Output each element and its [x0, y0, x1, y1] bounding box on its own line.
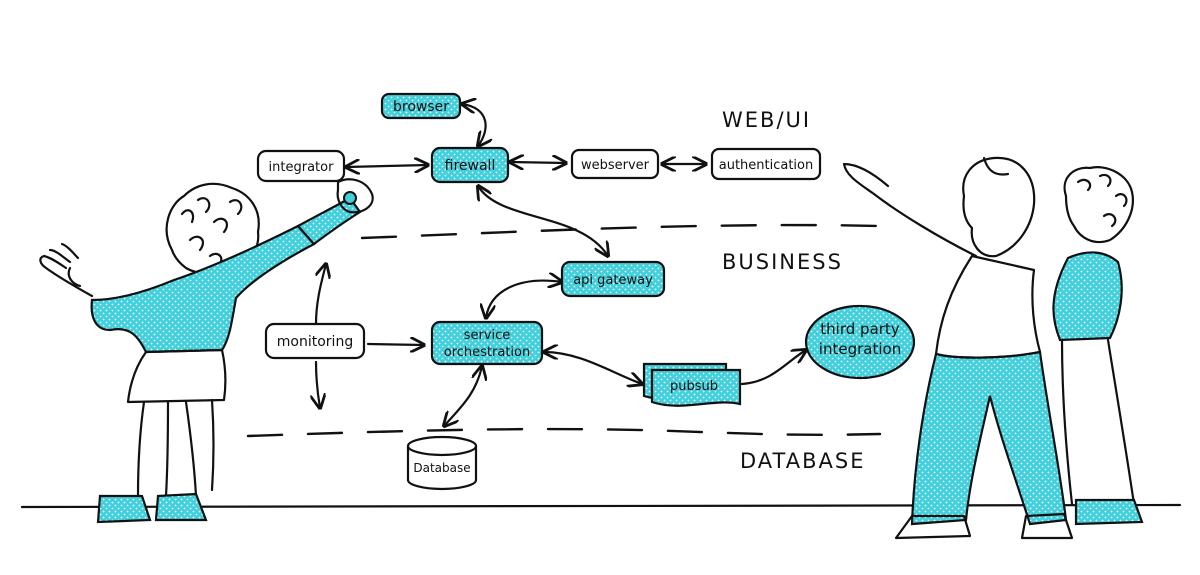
woman-hair-curls	[180, 197, 243, 268]
woman-shoe-right	[154, 492, 208, 522]
woman-hand-right	[336, 178, 374, 214]
man-pants	[910, 350, 1068, 526]
woman-shoe-left	[96, 494, 152, 524]
connector-integrator-firewall	[346, 165, 428, 167]
man-body	[934, 254, 1042, 359]
node-service-orchestration-label-2: orchestration	[444, 345, 530, 360]
man-arm	[842, 162, 978, 258]
node-pubsub-label: pubsub	[670, 379, 718, 394]
node-api-gateway-label: api gateway	[573, 273, 653, 288]
woman-legs	[136, 398, 215, 498]
figure-person-far-right	[1052, 166, 1144, 526]
node-database-label: Database	[413, 461, 470, 475]
node-monitoring: monitoring	[264, 322, 366, 360]
connector-pubsub-thirdparty	[740, 350, 806, 386]
node-firewall: firewall	[430, 146, 510, 184]
node-pubsub: pubsub	[642, 362, 742, 407]
man-shoe-right	[1020, 512, 1074, 540]
marker-pen	[343, 191, 357, 205]
man-hair	[982, 156, 1010, 176]
connector-monitoring-up	[314, 264, 326, 326]
node-authentication-label: authentication	[719, 158, 814, 173]
figure-woman-left	[39, 178, 374, 524]
person-shoe	[1074, 498, 1144, 526]
ground-line	[20, 503, 1182, 509]
node-service-orchestration: service orchestration	[430, 320, 544, 366]
node-service-orchestration-label-1: service	[464, 328, 511, 343]
layer-label-business: BUSINESS	[722, 250, 843, 274]
connector-monitoring-down	[316, 360, 320, 408]
connector-service-pubsub	[544, 352, 642, 384]
node-third-party-integration: third party integration	[804, 304, 916, 380]
node-database: Database	[406, 435, 478, 491]
node-integrator-label: integrator	[269, 160, 335, 175]
woman-skirt	[126, 348, 227, 404]
woman-torso	[90, 224, 316, 354]
layer-label-database: DATABASE	[740, 449, 865, 473]
woman-hand-left	[39, 242, 94, 298]
node-webserver: webserver	[570, 148, 660, 180]
node-firewall-label: firewall	[445, 158, 496, 174]
layer-separator-business-database	[246, 427, 882, 438]
node-browser: browser	[380, 92, 462, 120]
node-integrator: integrator	[256, 149, 346, 183]
man-head	[962, 156, 1036, 258]
person-hair-curls	[1076, 173, 1128, 228]
node-api-gateway: api gateway	[560, 260, 666, 298]
connector-service-database	[444, 366, 482, 426]
node-monitoring-label: monitoring	[277, 334, 353, 350]
person-legs	[1060, 338, 1136, 506]
node-third-party-label-1: third party	[820, 320, 900, 338]
connector-firewall-apigateway	[478, 186, 608, 256]
connector-firewall-webserver	[510, 162, 566, 163]
person-hair	[1063, 166, 1134, 244]
node-webserver-label: webserver	[581, 158, 650, 173]
connector-browser-firewall	[462, 104, 486, 146]
man-shoe-left	[894, 514, 972, 540]
layer-separator-web-business	[360, 223, 882, 240]
figure-man-right	[842, 156, 1074, 540]
woman-hair	[165, 182, 260, 276]
node-authentication: authentication	[710, 147, 822, 181]
person-torso	[1052, 251, 1123, 342]
connector-apigateway-service	[486, 281, 562, 318]
connector-monitoring-service	[366, 344, 424, 345]
node-browser-label: browser	[393, 99, 449, 115]
node-third-party-label-2: integration	[819, 340, 901, 358]
layer-label-web-ui: WEB/UI	[722, 108, 811, 132]
